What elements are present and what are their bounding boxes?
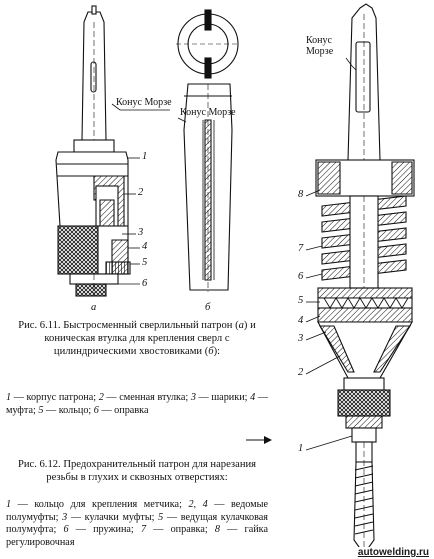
label-part-7: 7 (298, 243, 304, 254)
legend-612-text: — ведомые полумуфты; (6, 499, 268, 523)
label-part-8: 8 (298, 189, 304, 200)
label-part-4: 4 (298, 315, 304, 326)
legend-612-text: — ведущая кулачковая полумуфта; (6, 511, 268, 536)
legend-612-text: — оправка; (146, 524, 215, 536)
legend-611-text: — корпус патрона; (11, 392, 99, 403)
legend-611-num: 1 (6, 392, 12, 403)
legend-611-text: — кольцо; (43, 404, 94, 416)
label-part-2: 2 (298, 367, 304, 378)
legend-612-num: 6 (63, 524, 69, 536)
legend-fig-6-11: 1 — корпус патрона; 2 — сменная втулка; … (6, 392, 268, 417)
legend-612-num: 8 (214, 524, 220, 536)
legend-611-num: 6 (93, 404, 99, 416)
label-part-1-a: 1 (142, 151, 148, 162)
legend-611-num: 5 (38, 404, 44, 416)
label-part-1: 1 (298, 443, 304, 454)
legend-611-text: — сменная втулка; (103, 392, 191, 403)
legend-612-text: — пружина; (68, 524, 141, 536)
caption-611-prefix: Рис. 6.11. Быстросменный сверлильный пат… (18, 320, 239, 331)
label-part-2-a: 2 (138, 187, 144, 198)
label-part-6-a: 6 (142, 278, 148, 289)
watermark-link[interactable]: autowelding.ru (355, 547, 431, 558)
legend-611-num: 2 (98, 392, 104, 403)
caption-fig-6-12: Рис. 6.12. Предохранительный патрон для … (17, 459, 257, 483)
caption-611-suffix: ): (213, 346, 221, 357)
label-part-6: 6 (298, 271, 304, 282)
legend-612-num: 2, 4 (188, 499, 208, 510)
label-part-3: 3 (298, 333, 304, 344)
label-part-3-a: 3 (138, 227, 144, 238)
label-part-5-a: 5 (142, 257, 148, 268)
legend-612-num: 5 (158, 511, 164, 523)
caption-611-a: а (238, 320, 244, 331)
legend-611-text: — муфта; (6, 392, 269, 416)
morse-taper-label-a: Конус Морзе (116, 97, 172, 108)
quick-change-chuck-drawing (55, 5, 170, 297)
caption-fig-6-11: Рис. 6.11. Быстросменный сверлильный пат… (6, 319, 268, 358)
legend-612-num: 7 (140, 524, 147, 536)
legend-612-num: 3 (62, 511, 68, 523)
safety-tap-chuck-drawing (305, 3, 415, 556)
sublabel-a: а (91, 302, 97, 313)
legend-611-text: — оправка (98, 404, 149, 416)
legend-612-text: — гайка регулировочная (6, 524, 268, 548)
morse-taper-label-b: Конус Морзе (180, 107, 236, 118)
legend-612-text: — кулачки муфты; (67, 511, 159, 523)
legend-612-text: — кольцо для крепления метчика; (11, 499, 189, 510)
caption-611-middle: ) и коническая втулка для крепления свер… (44, 320, 256, 357)
legend-611-num: 4 (250, 392, 256, 403)
arrow-pointer (246, 436, 272, 444)
legend-612-num: 1 (6, 499, 12, 510)
tapered-sleeve-drawing (176, 9, 240, 292)
label-part-4-a: 4 (142, 241, 148, 252)
legend-611-num: 3 (190, 392, 196, 403)
sublabel-b: б (205, 302, 211, 313)
legend-611-text: — шарики; (195, 392, 251, 403)
label-part-5: 5 (298, 295, 304, 306)
caption-611-b: б (208, 346, 214, 357)
morse-taper-label-612: Конус Морзе (306, 35, 334, 57)
legend-fig-6-12: 1 — кольцо для крепления метчика; 2, 4 —… (6, 499, 268, 549)
